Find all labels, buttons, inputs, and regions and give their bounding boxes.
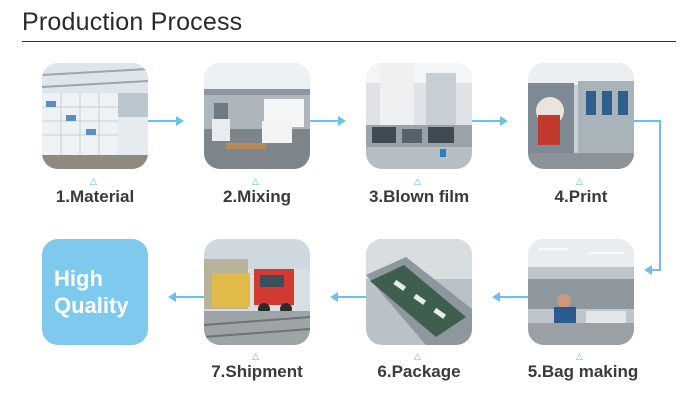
step-label-blown-film: 3.Blown film (368, 187, 470, 206)
caret-icon: △ (414, 176, 421, 186)
bag-making-photo (528, 239, 634, 345)
arrowhead-1 (176, 116, 184, 126)
step-label-print: 4.Print (554, 187, 608, 206)
quality-line-1: High (54, 266, 103, 291)
quality-line-2: Quality (54, 293, 129, 318)
arrowhead-4 (644, 265, 652, 275)
arrowhead-2 (338, 116, 346, 126)
shipment-photo (204, 239, 310, 345)
title-divider (22, 41, 676, 42)
caret-icon: △ (414, 351, 421, 361)
print-photo (528, 63, 634, 169)
material-photo (42, 63, 148, 169)
caret-icon: △ (252, 176, 259, 186)
arrowhead-3 (500, 116, 508, 126)
step-label-mixing: 2.Mixing (222, 187, 291, 206)
step-label-package: 6.Package (377, 362, 461, 381)
package-photo (366, 239, 472, 345)
mixing-photo (204, 63, 310, 169)
caret-icon: △ (576, 351, 583, 361)
caret-icon: △ (252, 351, 259, 361)
step-label-bag-making: 5.Bag making (527, 362, 639, 381)
caret-icon: △ (576, 176, 583, 186)
step-label-shipment: 7.Shipment (211, 362, 303, 381)
arrowhead-6 (330, 292, 338, 302)
step-label-material: 1.Material (55, 187, 135, 206)
arrow-4-to-5 (634, 120, 661, 271)
arrowhead-5 (492, 292, 500, 302)
arrowhead-7 (168, 292, 176, 302)
page-title: Production Process (22, 8, 243, 36)
caret-icon: △ (90, 176, 97, 186)
blown-film-photo (366, 63, 472, 169)
high-quality-badge: High Quality (42, 239, 148, 345)
